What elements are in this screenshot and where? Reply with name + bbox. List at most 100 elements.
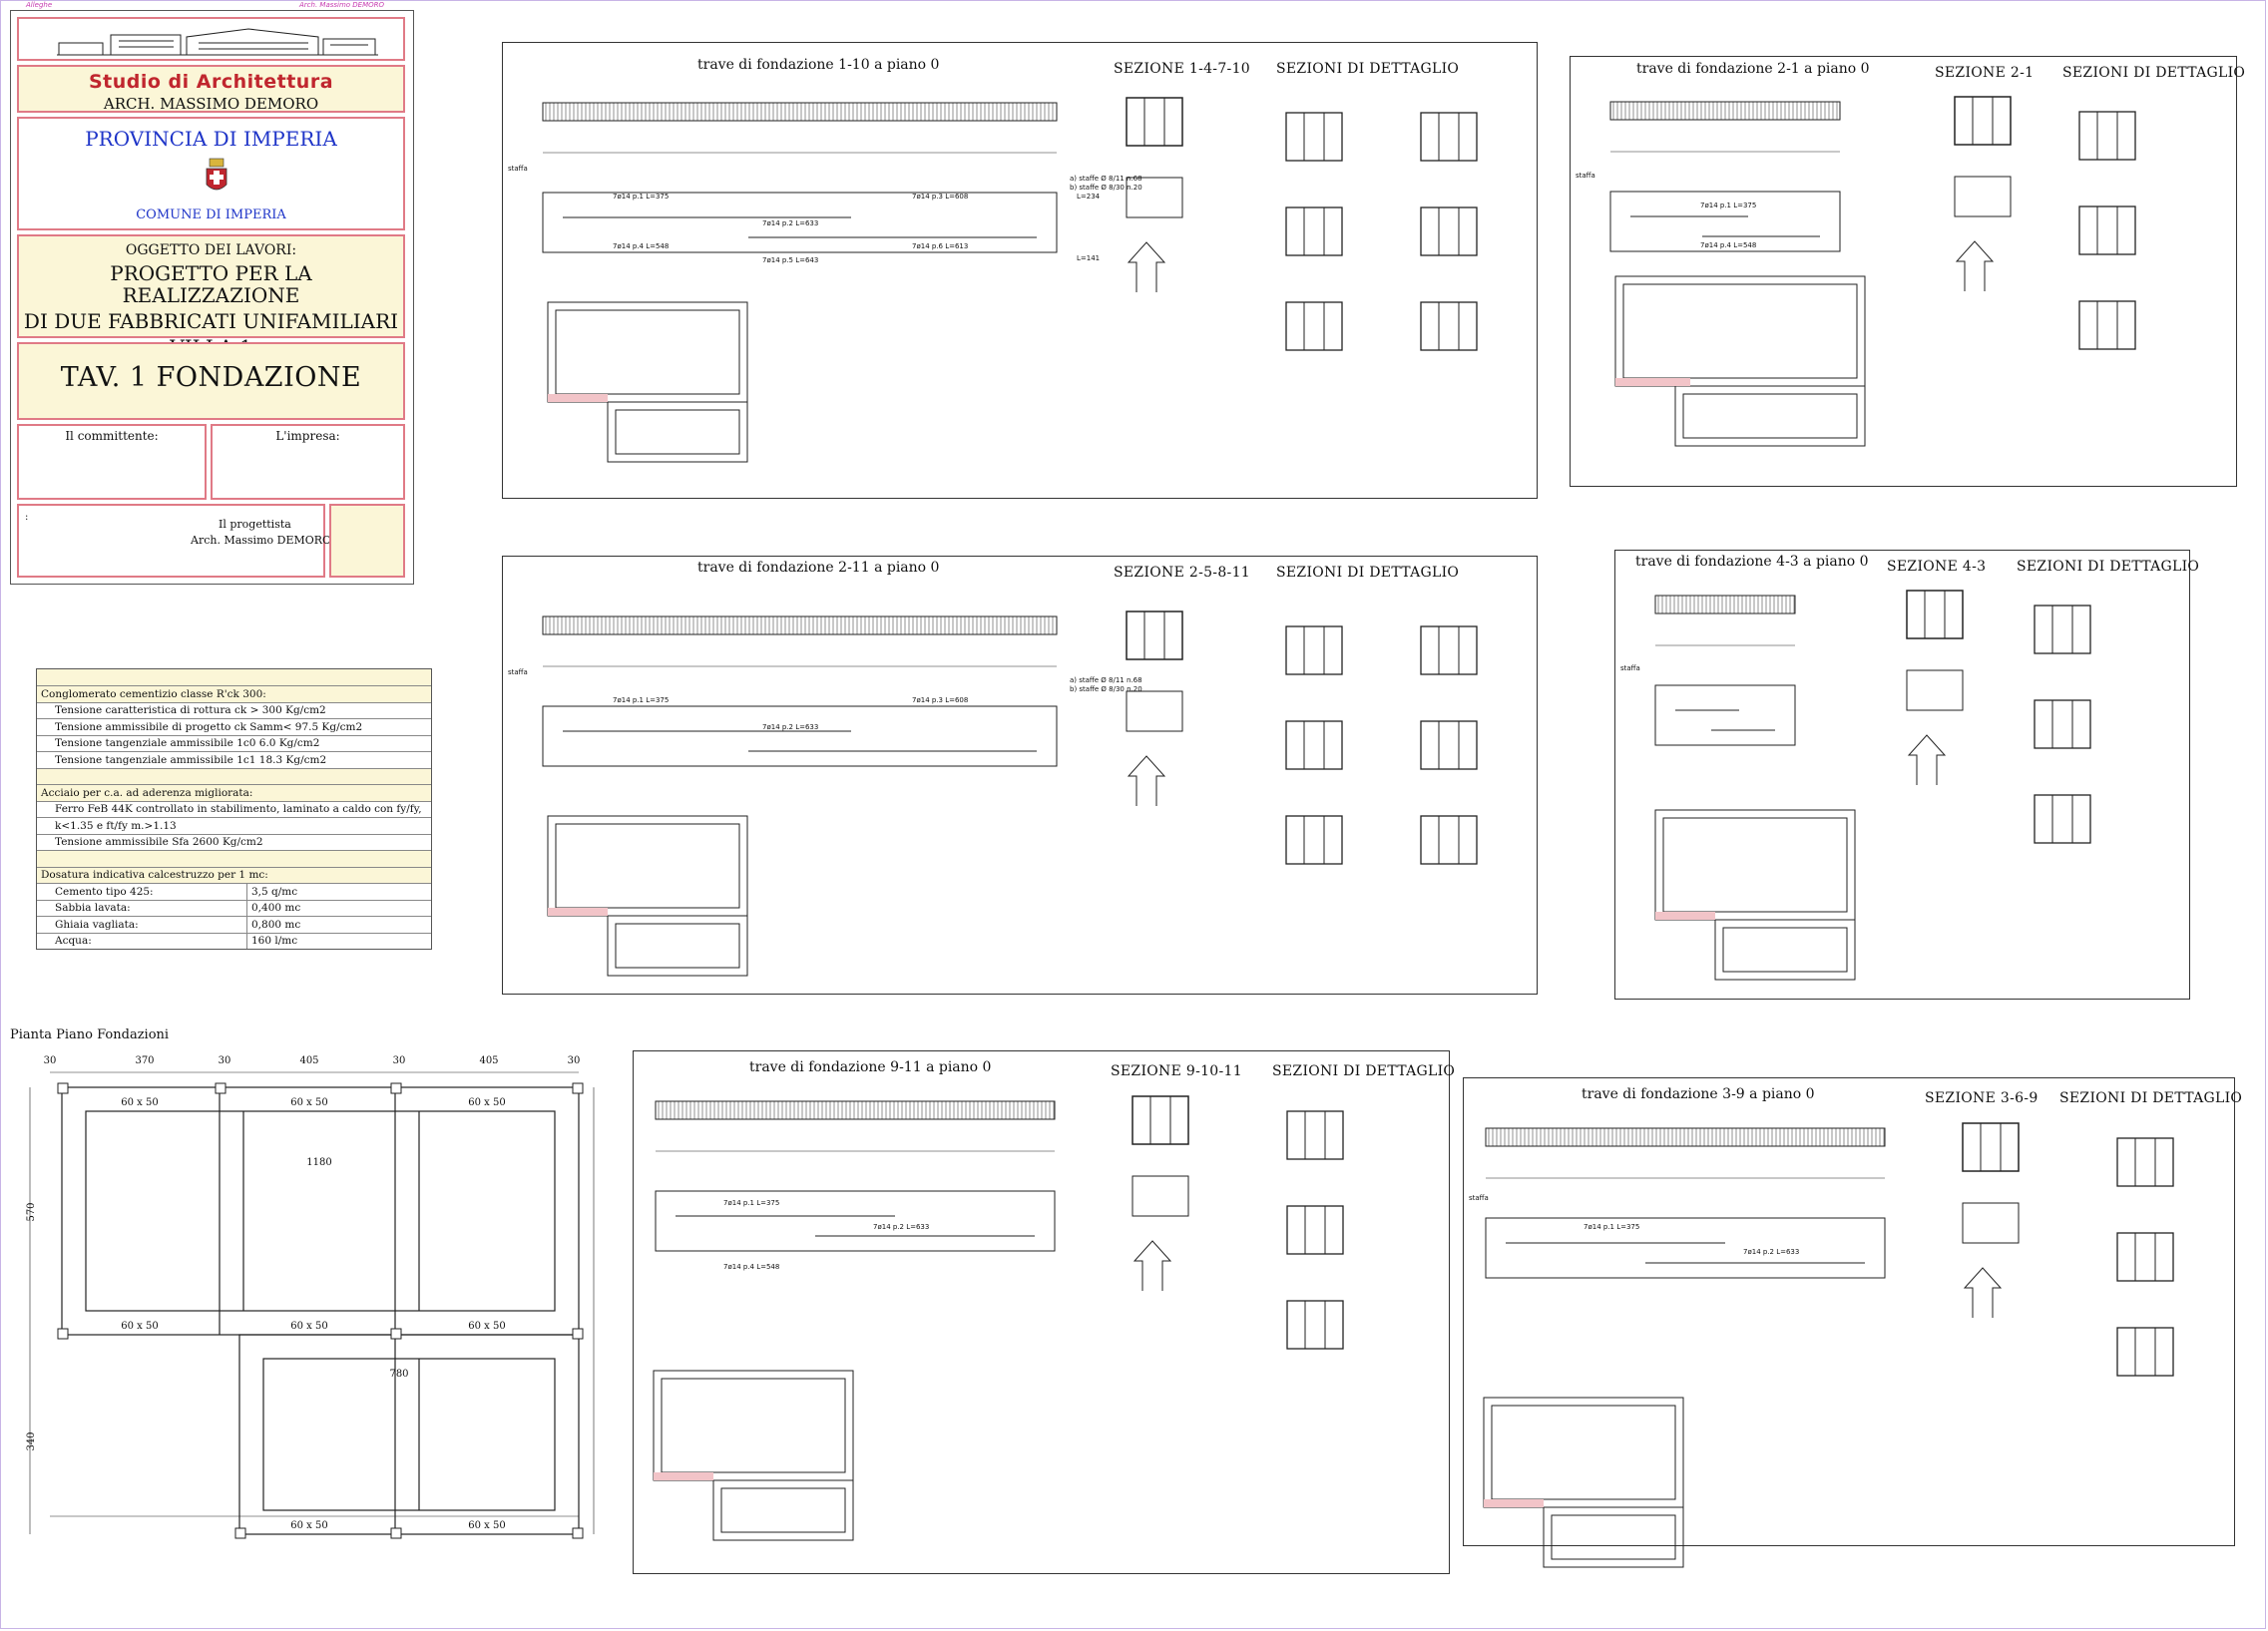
mini-plan-outer <box>653 1370 854 1481</box>
detail-section <box>1420 720 1478 770</box>
rebar-box <box>655 1190 1056 1252</box>
mini-plan-annex-inner <box>720 1487 846 1533</box>
beam-hatch <box>1488 1128 1885 1146</box>
beam-highlight <box>654 1472 713 1480</box>
plan-dim: 405 <box>479 1055 498 1066</box>
bar-label: 7ø14 p.1 L=375 <box>613 696 670 704</box>
title-block: Studio di Architettura ARCH. MASSIMO DEM… <box>10 10 414 585</box>
plan-room-label: 60 x 50 <box>468 1097 505 1108</box>
section-title: SEZIONE 3-6-9 <box>1925 1090 2039 1106</box>
beam-drawing <box>1654 590 2091 981</box>
detail-section <box>1286 1110 1344 1160</box>
spec-conglomerato-row: Conglomerato cementizio classe R'ck 300: <box>37 685 431 702</box>
stirrup-shape <box>1954 176 2012 217</box>
beam-title: trave di fondazione 2-1 a piano 0 <box>1636 61 1870 77</box>
rebar-box <box>542 705 1058 767</box>
mini-plan-outer <box>547 301 748 403</box>
mini-plan-annex <box>607 401 748 463</box>
foundation-plan: 60 x 50 60 x 50 60 x 50 60 x 50 60 x 50 … <box>26 1055 595 1539</box>
plan-side-dim: 570 <box>26 1202 37 1221</box>
stirrups-a: a) staffe Ø 8/11 n.68 <box>1070 676 1142 684</box>
staffe-label: staffa <box>1576 172 1595 180</box>
detail-title: SEZIONI DI DETTAGLIO <box>1276 565 1460 581</box>
detail-section <box>1420 815 1478 865</box>
beam-highlight <box>1484 1499 1544 1507</box>
mini-plan-annex <box>1543 1506 1684 1568</box>
plan-dim: 30 <box>393 1055 406 1066</box>
committente-box: Il committente: <box>17 424 207 500</box>
stirrup-hook <box>1963 1267 2003 1318</box>
comune-label: COMUNE DI IMPERIA <box>136 207 286 222</box>
plan-room-label: 60 x 50 <box>121 1321 158 1332</box>
detail-section <box>1420 301 1478 351</box>
spec-acciaio-row: Acciaio per c.a. ad aderenza migliorata: <box>37 784 431 801</box>
provincia-box: PROVINCIA DI IMPERIA COMUNE DI IMPERIA <box>17 117 405 230</box>
detail-section <box>1285 720 1343 770</box>
detail-section <box>1285 625 1343 675</box>
progettista-name: Arch. Massimo DEMORO <box>191 534 332 547</box>
detail-section <box>1420 625 1478 675</box>
detail-section <box>2034 794 2091 844</box>
detail-title: SEZIONI DI DETTAGLIO <box>1272 1063 1456 1079</box>
detail-title: SEZIONI DI DETTAGLIO <box>2062 65 2246 81</box>
plan-room-label: 60 x 50 <box>290 1097 327 1108</box>
mini-plan-inner <box>555 309 740 395</box>
spec-empty-row <box>37 669 431 685</box>
stirrup-hook <box>1955 240 1995 291</box>
beam-elevation <box>1654 595 1796 614</box>
plan-dim: 30 <box>44 1055 57 1066</box>
spec-dosatura: Dosatura indicativa calcestruzzo per 1 m… <box>41 869 268 882</box>
mini-plan-outer <box>547 815 748 917</box>
spec-blank-row <box>37 767 431 784</box>
plan-room-label: 60 x 50 <box>290 1520 327 1531</box>
stirrup-hook <box>1127 241 1166 292</box>
beam-geometry <box>1609 96 2136 447</box>
committente-label: Il committente: <box>65 429 159 443</box>
beam-drawing <box>1609 96 2136 447</box>
detail-title: SEZIONI DI DETTAGLIO <box>2017 559 2200 575</box>
beam-drawing <box>542 611 1478 977</box>
impresa-label: L'impresa: <box>275 429 340 443</box>
beam-title: trave di fondazione 3-9 a piano 0 <box>1582 1086 1815 1102</box>
rebar-box <box>1485 1217 1886 1279</box>
dose-value: 3,5 q/mc <box>246 884 431 900</box>
beam-geometry <box>1483 1122 2174 1568</box>
rebar-box <box>1654 684 1796 746</box>
tavola-box: TAV. 1 FONDAZIONE <box>17 342 405 420</box>
mini-plan-annex <box>712 1479 854 1541</box>
detail-section <box>2116 1137 2174 1187</box>
stirrup-shape <box>1906 669 1964 711</box>
beam-elevation <box>542 615 1058 635</box>
section-title: SEZIONE 4-3 <box>1887 559 1987 575</box>
beam-hatch <box>545 103 1054 121</box>
spec-text: Tensione caratteristica di rottura ck > … <box>55 704 326 717</box>
bar-label: 7ø14 p.4 L=548 <box>613 242 670 250</box>
beam-drawing <box>542 97 1478 463</box>
mini-plan-annex-inner <box>1682 393 1858 439</box>
beam-title: trave di fondazione 4-3 a piano 0 <box>1635 554 1869 570</box>
beam-panel-3-9: trave di fondazione 3-9 a piano 0 SEZION… <box>1463 1077 2242 1568</box>
section-title: SEZIONE 1-4-7-10 <box>1114 61 1250 77</box>
dose-value: 160 l/mc <box>246 933 431 949</box>
bar-label: 7ø14 p.1 L=375 <box>1700 202 1757 209</box>
spec-row: Tensione tangenziale ammissibile 1c0 6.0… <box>37 734 431 752</box>
section-title: SEZIONE 2-1 <box>1935 65 2035 81</box>
beam-geometry <box>542 97 1478 463</box>
stirrup-hook <box>1133 1240 1172 1291</box>
beam-title: trave di fondazione 9-11 a piano 0 <box>749 1059 992 1075</box>
dose-name: Cemento tipo 425: <box>55 885 154 898</box>
beam-panel-4-3: trave di fondazione 4-3 a piano 0 SEZION… <box>1614 550 2199 1000</box>
oggetto-line-1: PROGETTO PER LA REALIZZAZIONE <box>110 261 312 307</box>
bar-label: 7ø14 p.4 L=548 <box>1700 241 1757 249</box>
mini-plan-annex-inner <box>1551 1514 1676 1560</box>
spec-row: Tensione tangenziale ammissibile 1c1 18.… <box>37 751 431 768</box>
rebar-box <box>542 192 1058 253</box>
progettista-colon: : <box>25 512 29 523</box>
stirrups-b: b) staffe Ø 8/30 n.20 <box>1070 685 1142 693</box>
bar-label: 7ø14 p.2 L=633 <box>1743 1248 1800 1256</box>
bar-label: 7ø14 p.1 L=375 <box>1584 1223 1640 1231</box>
detail-section <box>2078 111 2136 161</box>
dose-name: Sabbia lavata: <box>55 902 131 915</box>
plan-dim: 30 <box>568 1055 581 1066</box>
mini-plan-annex-inner <box>615 923 740 969</box>
